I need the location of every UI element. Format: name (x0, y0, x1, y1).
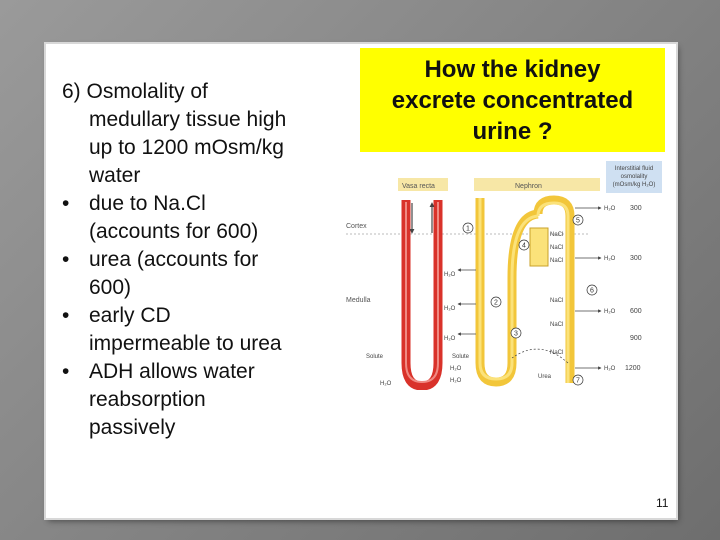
h2o-label: H₂O (380, 381, 392, 387)
lead-line: medullary tissue high (89, 108, 287, 131)
h2o-label: H₂O (450, 366, 462, 372)
bullet-dot: • (62, 360, 70, 383)
bullet-item: • ADH allows water reabsorption passivel… (62, 358, 332, 442)
bullet-line: passively (89, 416, 176, 439)
bullet-line: due to Na.Cl (89, 192, 206, 215)
step-marker (462, 222, 474, 234)
lead-line: up to 1200 mOsm/kg (89, 136, 284, 159)
nephron-label: Nephron (515, 183, 542, 190)
osmolality-value: 300 (630, 255, 642, 262)
bullet-dot: • (62, 304, 70, 327)
step-marker (586, 284, 598, 296)
h2o-label: H₂O (604, 206, 616, 212)
bullet-item: • due to Na.Cl (accounts for 600) (62, 190, 332, 246)
step-marker (510, 327, 522, 339)
h2o-label: H₂O (604, 366, 616, 372)
step-number: 4 (522, 243, 526, 250)
legend-line: (mOsm/kg H₂O) (613, 182, 656, 188)
nacl-label: NaCl (550, 322, 563, 328)
nacl-label: NaCl (550, 350, 563, 356)
title-line: urine ? (472, 117, 553, 145)
h2o-label: H₂O (604, 256, 616, 262)
title-text: How the kidney excrete concentrated urin… (392, 54, 633, 147)
nacl-label: NaCl (550, 245, 563, 251)
title-box: How the kidney excrete concentrated urin… (360, 48, 665, 152)
osmolality-value: 600 (630, 308, 642, 315)
lead-paragraph: 6) Osmolality of medullary tissue high u… (62, 78, 332, 190)
step-number: 2 (494, 300, 498, 307)
vasa-recta-label: Vasa recta (402, 183, 435, 190)
h2o-label: H₂O (444, 336, 456, 342)
loop-highlight (478, 198, 539, 381)
thick-ascending-segment (529, 227, 549, 267)
step-marker (572, 214, 584, 226)
bullet-line: early CD (89, 304, 171, 327)
step-number: 1 (466, 226, 470, 233)
step-number: 7 (576, 378, 580, 385)
osmolality-value: 1200 (625, 365, 641, 372)
nacl-label: NaCl (550, 258, 563, 264)
cortex-label: Cortex (346, 223, 367, 230)
step-marker (490, 296, 502, 308)
h2o-label: H₂O (444, 272, 456, 278)
step-number: 3 (514, 331, 518, 338)
lead-line: 6) Osmolality of (62, 80, 208, 103)
step-marker (518, 239, 530, 251)
solute-label: Solute (452, 354, 470, 360)
vasa-recta-highlight (405, 202, 439, 384)
h2o-label: H₂O (604, 309, 616, 315)
h2o-label: H₂O (450, 378, 462, 384)
vasa-recta-header (398, 178, 448, 191)
step-number: 6 (590, 288, 594, 295)
lead-line: water (89, 164, 141, 187)
loop-of-henle (475, 198, 539, 387)
nacl-label: NaCl (550, 298, 563, 304)
kidney-countercurrent-diagram: Vasa recta Nephron Interstitial fluid os… (346, 161, 662, 390)
solute-label: Solute (366, 354, 384, 360)
vasa-recta-loop (401, 200, 443, 390)
bullet-line: impermeable to urea (89, 332, 282, 355)
duct-highlight (536, 201, 570, 383)
medulla-label: Medulla (346, 297, 371, 304)
bullet-text-block: 6) Osmolality of medullary tissue high u… (62, 78, 332, 442)
legend-line: osmolality (621, 174, 648, 180)
bullet-line: 600) (89, 276, 132, 299)
legend-line: Interstitial fluid (615, 166, 653, 172)
step-marker (572, 374, 584, 386)
bullet-line: (accounts for 600) (89, 220, 259, 243)
title-line: How the kidney (424, 55, 601, 83)
h2o-label: H₂O (444, 306, 456, 312)
nephron-header (474, 178, 600, 191)
title-line: excrete concentrated (391, 86, 634, 114)
legend-box (606, 161, 662, 193)
urea-label: Urea (538, 374, 552, 380)
bullet-dot: • (62, 248, 70, 271)
bullet-dot: • (62, 192, 70, 215)
bullet-line: urea (accounts for (89, 248, 259, 271)
bullet-line: ADH allows water (89, 360, 255, 383)
page-number: 11 (656, 496, 669, 510)
osmolality-value: 900 (630, 335, 642, 342)
nacl-label: NaCl (550, 232, 563, 238)
bullet-item: • urea (accounts for 600) (62, 246, 332, 302)
step-number: 5 (576, 218, 580, 225)
bullet-item: • early CD impermeable to urea (62, 302, 332, 358)
bullet-line: reabsorption (89, 388, 206, 411)
osmolality-value: 300 (630, 205, 642, 212)
